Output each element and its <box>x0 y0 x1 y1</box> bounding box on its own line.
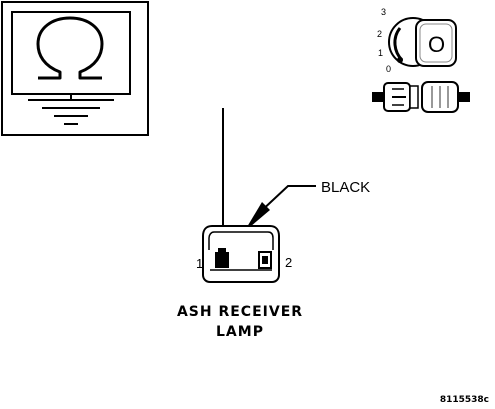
connector-name-line1: ASH RECEIVER <box>177 304 303 320</box>
connector-pin-1 <box>215 248 229 268</box>
wire-callout-arrowhead-icon <box>244 202 270 232</box>
ignition-key-head <box>415 19 457 67</box>
connector-name-line2: LAMP <box>216 324 264 340</box>
ignition-pos-2: 2 <box>377 29 382 39</box>
ignition-pos-1: 1 <box>378 48 383 58</box>
figure-id: 8115538c <box>440 395 489 405</box>
connector-pin-1-label: 1 <box>196 256 203 271</box>
ignition-key-label: O <box>428 32 445 57</box>
connector-pin-2-label: 2 <box>285 255 292 270</box>
ignition-pointer-dot <box>397 57 403 63</box>
connector-pin-2 <box>258 251 272 269</box>
ohmmeter-display <box>11 11 131 95</box>
ignition-switch: 3 2 1 0 O <box>372 7 470 113</box>
ash-receiver-connector: 1 2 <box>196 225 292 283</box>
ignition-pos-0: 0 <box>386 64 391 74</box>
ignition-key-shadow <box>419 23 453 63</box>
ignition-pos-3: 3 <box>381 7 386 17</box>
ohm-symbol-icon <box>36 16 104 80</box>
ohmmeter <box>1 1 149 136</box>
ground-icon <box>28 94 114 125</box>
wire-callout: BLACK <box>244 179 370 232</box>
ignition-connector <box>372 81 470 113</box>
wire-color-label: BLACK <box>321 179 370 196</box>
